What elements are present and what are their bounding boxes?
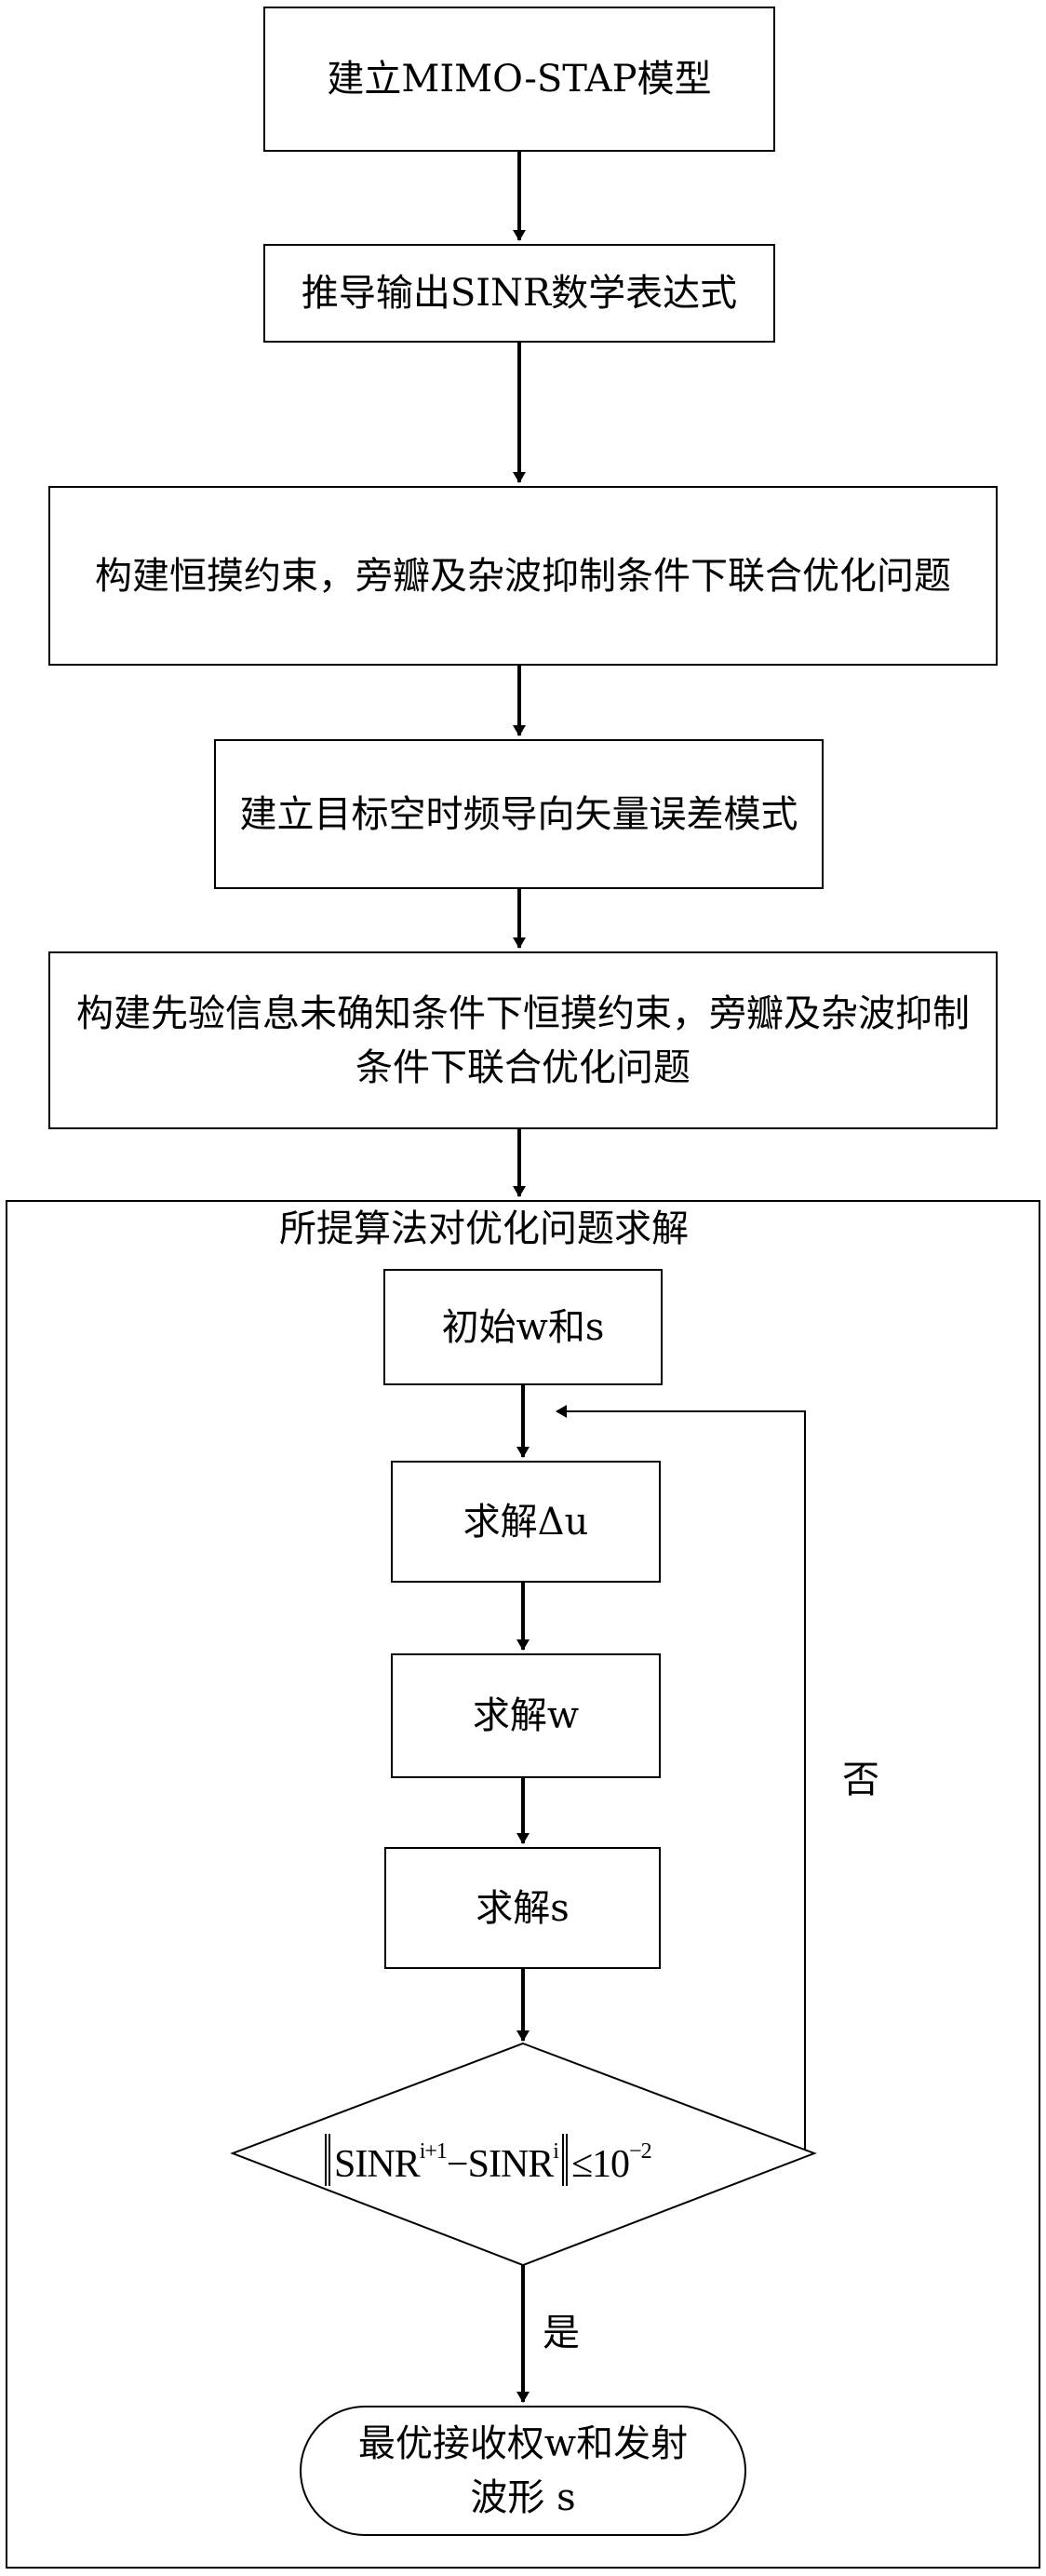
step-steering-error-model-label: 建立目标空时频导向矢量误差模式 [239, 792, 798, 836]
step-build-model-label: 建立MIMO-STAP模型 [327, 58, 712, 101]
solve-s-box: 求解s [384, 1847, 661, 1969]
norm-left-bar [325, 2134, 330, 2186]
step-derive-sinr: 推导输出SINR数学表达式 [263, 244, 775, 343]
cond-sup-b: i [553, 2139, 559, 2164]
solve-s-label: 求解s [476, 1886, 570, 1930]
cond-leq: ≤10 [570, 2143, 630, 2186]
decision-diamond [230, 2042, 817, 2267]
step-joint-optimization-label: 构建恒摸约束，旁瓣及杂波抑制条件下联合优化问题 [95, 554, 951, 598]
step-joint-optimization: 构建恒摸约束，旁瓣及杂波抑制条件下联合优化问题 [48, 486, 998, 666]
step-steering-error-model: 建立目标空时频导向矢量误差模式 [214, 739, 824, 889]
cond-sinr-b: SINR [467, 2143, 555, 2186]
end-optimal-weights: 最优接收权w和发射波形 s [300, 2406, 746, 2536]
init-w-s-box: 初始w和s [383, 1269, 663, 1385]
cond-sup-c: −2 [629, 2139, 652, 2164]
solve-du-box: 求解Δu [391, 1461, 661, 1583]
convergence-condition: SINRi+1−SINRi≤10−2 [321, 2128, 652, 2188]
step-derive-sinr-label: 推导输出SINR数学表达式 [301, 272, 738, 315]
yes-branch-label: 是 [543, 2312, 580, 2354]
cond-sinr-a: SINR [334, 2143, 421, 2186]
no-branch-label: 否 [842, 1759, 879, 1801]
step-build-model: 建立MIMO-STAP模型 [263, 7, 775, 152]
algorithm-loop-title: 所提算法对优化问题求解 [279, 1207, 689, 1250]
norm-right-bar [561, 2134, 568, 2186]
step-uncertain-optimization: 构建先验信息未确知条件下恒摸约束，旁瓣及杂波抑制条件下联合优化问题 [48, 951, 998, 1129]
solve-du-label: 求解Δu [463, 1500, 589, 1544]
step-uncertain-optimization-label: 构建先验信息未确知条件下恒摸约束，旁瓣及杂波抑制条件下联合优化问题 [76, 991, 970, 1089]
end-optimal-weights-label: 最优接收权w和发射波形 s [357, 2422, 689, 2519]
solve-w-label: 求解w [472, 1694, 580, 1737]
algorithm-loop-frame [6, 1200, 1040, 2569]
cond-minus: − [446, 2143, 469, 2186]
solve-w-box: 求解w [391, 1653, 661, 1778]
cond-sup-a: i+1 [419, 2139, 448, 2164]
init-w-s-label: 初始w和s [441, 1305, 605, 1349]
